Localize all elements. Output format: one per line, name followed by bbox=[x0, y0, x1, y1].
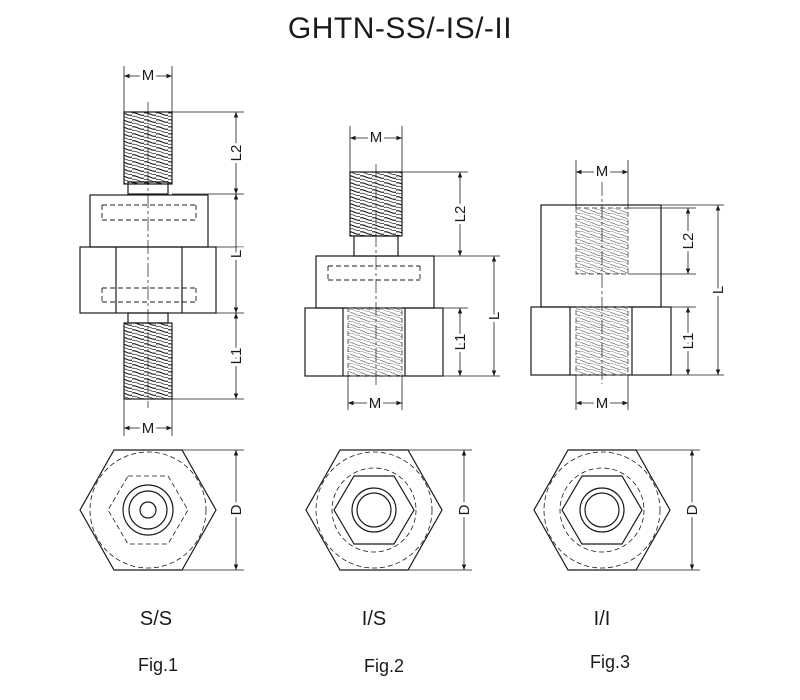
fig1-caption: Fig.1 bbox=[137, 655, 179, 675]
fig3-end-view bbox=[533, 449, 671, 571]
fig1-end-view bbox=[79, 449, 217, 571]
fig2-end-dimensions bbox=[408, 449, 472, 571]
fig2-caption: Fig.2 bbox=[363, 656, 405, 676]
fig2-dim-l: L bbox=[486, 312, 503, 320]
fig3-caption: Fig.3 bbox=[589, 652, 631, 672]
fig1-end-dimensions bbox=[182, 449, 244, 571]
fig1-side-view bbox=[79, 102, 217, 408]
fig3-dim-m-bottom: M bbox=[596, 395, 609, 412]
fig1-dim-m-bottom: M bbox=[142, 420, 155, 437]
fig3-dim-l: L bbox=[710, 286, 727, 294]
fig3-dimensions bbox=[575, 160, 724, 410]
fig2-dim-m-bottom: M bbox=[369, 395, 382, 412]
fig2-dim-d: D bbox=[456, 504, 473, 515]
fig3-end-dimensions bbox=[636, 449, 700, 571]
fig1-dim-m-top: M bbox=[142, 67, 155, 84]
fig3-dim-l1: L1 bbox=[680, 333, 697, 350]
fig3-side-view bbox=[530, 182, 672, 384]
fig3-dim-m-top: M bbox=[596, 163, 609, 180]
fig2-dim-l2: L2 bbox=[452, 206, 469, 223]
fig1-dim-l: L bbox=[228, 250, 245, 258]
fig1-dim-l1: L1 bbox=[228, 348, 245, 365]
fig1-dim-l2: L2 bbox=[228, 145, 245, 162]
page-title: GHTN-SS/-IS/-II bbox=[287, 12, 513, 45]
fig1-dimensions bbox=[123, 66, 244, 436]
fig1-dim-d: D bbox=[228, 504, 245, 515]
fig1-type-label: S/S bbox=[139, 608, 173, 630]
fig2-dimensions bbox=[347, 126, 500, 410]
fig3-dim-l2: L2 bbox=[680, 233, 697, 250]
fig2-type-label: I/S bbox=[361, 608, 387, 630]
fig2-side-view bbox=[304, 164, 444, 385]
fig2-dim-l1: L1 bbox=[452, 334, 469, 351]
fig3-dim-d: D bbox=[684, 504, 701, 515]
fig3-type-label: I/I bbox=[593, 608, 611, 630]
fig2-end-view bbox=[305, 449, 443, 571]
fig2-dim-m-top: M bbox=[370, 129, 383, 146]
